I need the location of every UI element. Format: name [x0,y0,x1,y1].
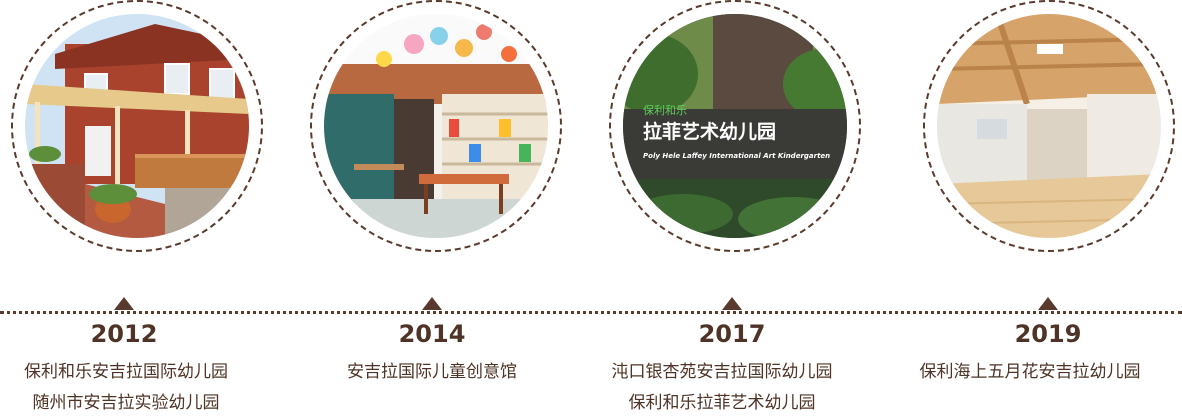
milestone-description-2012: 保利和乐安吉拉国际幼儿园 随州市安吉拉实验幼儿园 [0,357,276,419]
milestone-year-2014: 2014 [398,320,466,348]
milestone-year-2017: 2017 [698,320,766,348]
milestone-photo-frame-2017: 保利和乐 拉菲艺术幼儿园 Poly Hele Laffey Internatio… [609,0,861,252]
signage-small-text: 保利和乐 [643,103,687,117]
kindergarten-signage-photo: 保利和乐 拉菲艺术幼儿园 Poly Hele Laffey Internatio… [623,14,847,238]
timeline-marker-2014 [422,297,442,310]
milestone-line: 保利海上五月花安吉拉幼儿园 [919,362,1141,382]
timeline-line [0,311,1182,314]
milestone-year-2012: 2012 [90,320,158,348]
timeline-marker-2017 [722,297,742,310]
milestone-line: 随州市安吉拉实验幼儿园 [32,393,220,413]
milestone-photo-frame-2019 [923,0,1175,252]
kindergarten-building-photo [25,14,249,238]
milestone-line: 保利和乐拉菲艺术幼儿园 [628,393,816,413]
milestone-line: 保利和乐安吉拉国际幼儿园 [24,362,228,382]
signage-main-text: 拉菲艺术幼儿园 [643,120,776,143]
milestone-description-2014: 安吉拉国际儿童创意馆 [282,357,582,388]
timeline-marker-2019 [1038,297,1058,310]
wooden-interior-photo [937,14,1161,238]
milestone-line: 沌口银杏苑安吉拉国际幼儿园 [611,362,833,382]
timeline-marker-2012 [114,297,134,310]
milestone-photo-frame-2014 [310,0,562,252]
milestone-year-2019: 2019 [1014,320,1082,348]
milestone-description-2019: 保利海上五月花安吉拉幼儿园 [880,357,1180,388]
milestone-description-2017: 沌口银杏苑安吉拉国际幼儿园 保利和乐拉菲艺术幼儿园 [572,357,872,419]
creative-room-photo [324,14,548,238]
milestone-line: 安吉拉国际儿童创意馆 [347,362,517,382]
milestone-photo-frame-2012 [11,0,263,252]
signage-english-text: Poly Hele Laffey International Art Kinde… [643,152,830,160]
